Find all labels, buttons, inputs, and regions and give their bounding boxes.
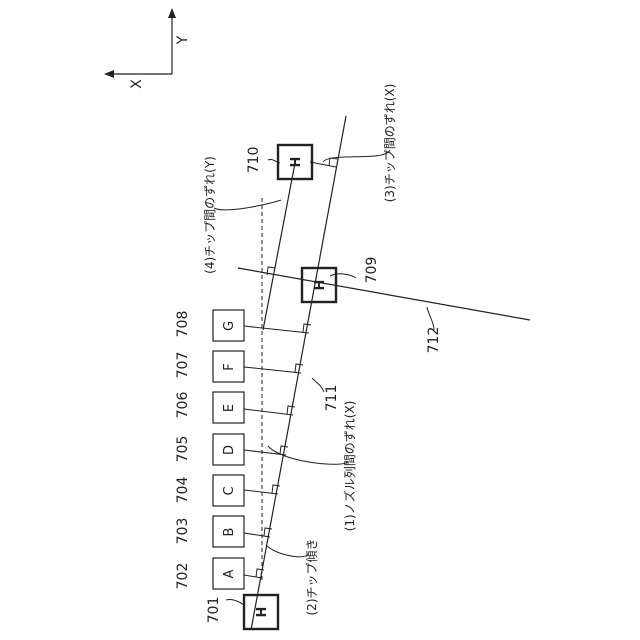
head-letter-709: H bbox=[313, 280, 328, 291]
chip-letter-e: E bbox=[222, 404, 237, 412]
chip-letter-g: G bbox=[222, 321, 237, 331]
ref-706: 706 bbox=[175, 392, 191, 419]
head-letter-701: H bbox=[255, 607, 270, 618]
annotation-chip-shift-x: (3)チップ間のずれ(X) bbox=[383, 84, 397, 203]
y-axis-arrowhead bbox=[168, 8, 176, 18]
ref-704: 704 bbox=[175, 477, 191, 504]
annotation-leaders bbox=[214, 150, 434, 605]
x-axis-label: X bbox=[129, 79, 145, 89]
leader-chip-tilt bbox=[266, 545, 308, 557]
connector-b bbox=[244, 533, 270, 537]
ref-705: 705 bbox=[175, 436, 191, 463]
chip-letter-a: A bbox=[222, 569, 237, 578]
head-chip-710: H bbox=[278, 145, 312, 179]
coordinate-axes: Y X bbox=[104, 8, 191, 89]
connector-h-top bbox=[310, 162, 336, 167]
leader-711 bbox=[312, 378, 324, 392]
nozzle-chip-b: B bbox=[213, 516, 244, 547]
connector-e bbox=[244, 409, 293, 415]
nozzle-chip-c: C bbox=[213, 475, 244, 506]
head-chip-701: H bbox=[244, 595, 278, 629]
cross-line bbox=[238, 268, 530, 320]
y-axis-label: Y bbox=[175, 35, 191, 45]
connector-a bbox=[244, 575, 262, 578]
ref-707: 707 bbox=[175, 352, 191, 379]
right-angle-markers bbox=[256, 158, 338, 577]
connector-f bbox=[244, 367, 301, 373]
head-letter-710: H bbox=[289, 157, 304, 168]
chip-letter-b: B bbox=[222, 528, 237, 537]
chip-letter-d: D bbox=[222, 445, 237, 455]
nozzle-chip-g: G bbox=[213, 310, 244, 341]
ref-711: 711 bbox=[324, 385, 340, 412]
nozzle-chip-d: D bbox=[213, 434, 244, 465]
leader-712 bbox=[427, 307, 434, 330]
nozzle-chip-a: A bbox=[213, 558, 244, 589]
ref-709: 709 bbox=[364, 257, 380, 284]
leader-709 bbox=[330, 274, 356, 278]
x-axis-arrowhead bbox=[104, 70, 114, 78]
annotation-chip-tilt: (2)チップ傾き bbox=[305, 539, 319, 616]
nozzle-chip-f: F bbox=[213, 351, 244, 382]
connector-g bbox=[244, 326, 309, 333]
ref-708: 708 bbox=[175, 311, 191, 338]
leader-nozzle-row-shift bbox=[268, 446, 348, 464]
leader-701 bbox=[226, 599, 244, 605]
right-angle-a bbox=[256, 569, 264, 577]
ref-701: 701 bbox=[206, 597, 222, 624]
ref-712: 712 bbox=[426, 327, 442, 354]
leader-chip-shift-x bbox=[323, 150, 390, 162]
ref-703: 703 bbox=[175, 518, 191, 545]
annotation-nozzle-row-shift: (1)ノズル列間のずれ(X) bbox=[342, 401, 357, 532]
chip-letter-c: C bbox=[222, 486, 237, 495]
chip-line-upper bbox=[263, 158, 296, 330]
nozzle-chip-e: E bbox=[213, 392, 244, 423]
ref-702: 702 bbox=[175, 563, 191, 590]
chip-connectors bbox=[244, 162, 336, 578]
connector-c bbox=[244, 490, 278, 494]
ref-710: 710 bbox=[246, 147, 262, 174]
chip-letter-f: F bbox=[222, 363, 237, 370]
leader-chip-shift-y bbox=[214, 200, 281, 210]
annotation-chip-shift-y: (4)チップ間のずれ(Y) bbox=[203, 156, 217, 274]
